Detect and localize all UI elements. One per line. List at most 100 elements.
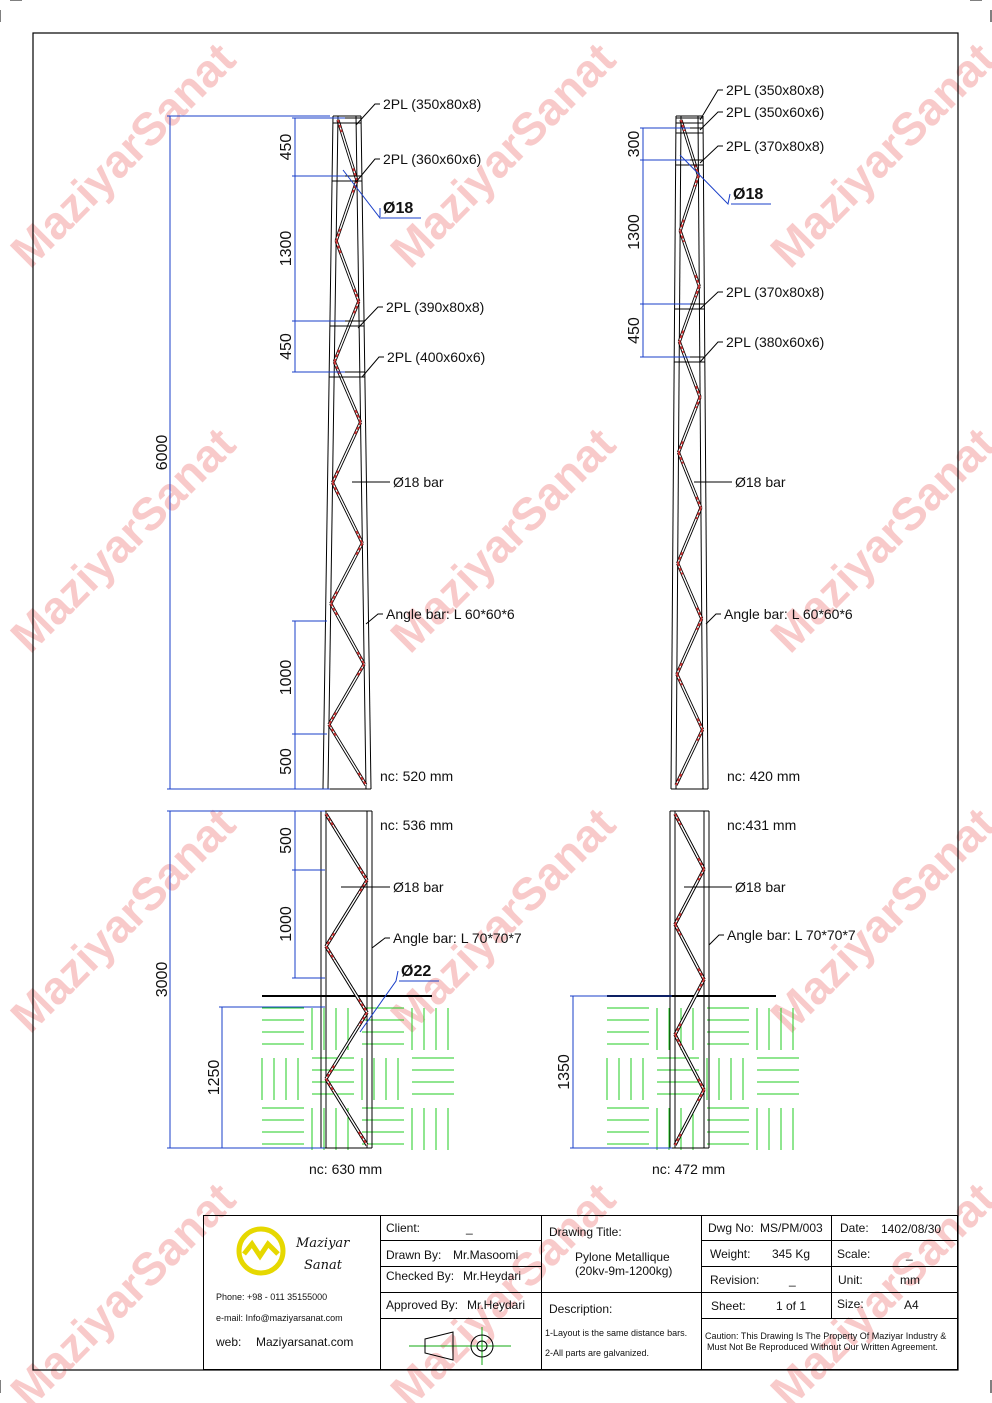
logo-cell: Maziyar Sanat Phone: +98 - 011 35155000 … bbox=[203, 1215, 381, 1370]
email: e-mail: Info@maziyarsanat.com bbox=[216, 1313, 343, 1323]
drawn-cell: Drawn By: Mr.Masoomi bbox=[380, 1240, 542, 1267]
dim-500 bbox=[292, 733, 327, 790]
leader-line bbox=[355, 158, 380, 183]
checked-value: Mr.Heydari bbox=[463, 1269, 522, 1283]
watermark-text: MaziyarSanat bbox=[380, 797, 625, 1042]
dimension-label: 500 bbox=[278, 748, 295, 775]
note-1: 1-Layout is the same distance bars. bbox=[545, 1328, 688, 1338]
watermark-text: MaziyarSanat bbox=[380, 417, 625, 662]
watermark-text: MaziyarSanat bbox=[0, 797, 245, 1042]
client-value: _ bbox=[466, 1221, 473, 1235]
dimension-label: 1350 bbox=[556, 1054, 573, 1090]
left-tower-upper bbox=[322, 115, 372, 790]
unit-cell: Unit: mm bbox=[831, 1266, 958, 1293]
sheet-label: Sheet: bbox=[711, 1299, 746, 1313]
angle-bar-label: Angle bar: L 70*70*7 bbox=[727, 927, 856, 943]
plate-label: 2PL (350x60x6) bbox=[726, 104, 824, 120]
plate-label: 2PL (390x80x8) bbox=[386, 299, 484, 315]
leader-line bbox=[699, 111, 723, 131]
projection-symbol-icon bbox=[409, 1327, 511, 1365]
right-ground bbox=[606, 995, 799, 1150]
leader-line bbox=[342, 169, 381, 220]
caution-cell: Caution: This Drawing Is The Property Of… bbox=[701, 1318, 958, 1370]
bar-label: Ø18 bar bbox=[735, 474, 786, 490]
title-line2: (20kv-9m-1200kg) bbox=[575, 1264, 673, 1278]
dimension-label: 1300 bbox=[278, 231, 295, 267]
dim-450 bbox=[292, 320, 345, 373]
watermark-text: MaziyarSanat bbox=[760, 417, 992, 662]
approved-value: Mr.Heydari bbox=[467, 1298, 526, 1312]
company-name-1: Maziyar bbox=[296, 1236, 350, 1251]
dimension-label: 450 bbox=[278, 333, 295, 360]
client-label: Client: bbox=[386, 1221, 421, 1235]
dim-450-right bbox=[640, 303, 690, 358]
watermark-text: MaziyarSanat bbox=[0, 417, 245, 662]
description-cell: Description: 1-Layout is the same distan… bbox=[541, 1292, 702, 1370]
dimension-label: 1300 bbox=[626, 214, 643, 250]
sheet-value: 1 of 1 bbox=[776, 1299, 807, 1313]
dim-1250 bbox=[219, 1006, 325, 1149]
weight-cell: Weight: 345 Kg bbox=[701, 1240, 832, 1267]
anchor-diameter-label: Ø22 bbox=[401, 963, 431, 980]
date-label: Date: bbox=[840, 1221, 869, 1235]
checked-cell: Checked By: Mr.Heydari bbox=[380, 1266, 542, 1293]
plate-label: 2PL (370x80x8) bbox=[726, 284, 824, 300]
nc-label: nc:431 mm bbox=[727, 817, 796, 833]
unit-label: Unit: bbox=[838, 1273, 863, 1287]
leader-line bbox=[699, 145, 723, 164]
phone: Phone: +98 - 011 35155000 bbox=[216, 1292, 328, 1302]
date-value: 1402/08/30 bbox=[881, 1222, 942, 1236]
sheet-cell: Sheet: 1 of 1 bbox=[701, 1292, 832, 1319]
bolt-diameter-label: Ø18 bbox=[733, 186, 763, 203]
scale-cell: Scale: _ bbox=[831, 1240, 958, 1267]
web: Maziyarsanat.com bbox=[256, 1335, 354, 1349]
bar-label: Ø18 bar bbox=[393, 474, 444, 490]
revision-label: Revision: bbox=[710, 1273, 760, 1287]
web-label: web: bbox=[216, 1335, 242, 1349]
watermark-text: MaziyarSanat bbox=[760, 797, 992, 1042]
dimension-label: 450 bbox=[278, 134, 295, 161]
leader-line bbox=[708, 934, 724, 946]
angle-bar-label: Angle bar: L 60*60*6 bbox=[386, 606, 515, 622]
company-logo bbox=[236, 1226, 286, 1276]
bolt-diameter-label: Ø18 bbox=[383, 200, 413, 217]
right-tower-upper bbox=[670, 115, 709, 790]
leader-line bbox=[359, 970, 399, 1033]
caution-line2: Must Not Be Reproduced Without Our Writt… bbox=[707, 1342, 938, 1352]
left-tower-lower-front bbox=[320, 810, 373, 1149]
left-ground bbox=[261, 995, 454, 1150]
nc-label: nc: 472 mm bbox=[652, 1161, 725, 1177]
dim-1300-right bbox=[640, 159, 690, 305]
dimension-label: 1000 bbox=[278, 660, 295, 696]
bar-label: Ø18 bar bbox=[393, 879, 444, 895]
revision-value: _ bbox=[789, 1273, 796, 1287]
dwg-cell: Dwg No: MS/PM/003 bbox=[701, 1215, 832, 1241]
size-value: A4 bbox=[904, 1298, 919, 1312]
unit-value: mm bbox=[900, 1273, 920, 1287]
dimension-label: 500 bbox=[278, 827, 295, 854]
leader-line bbox=[699, 291, 723, 310]
leader-line bbox=[361, 356, 384, 378]
angle-bar-label: Angle bar: L 60*60*6 bbox=[724, 606, 853, 622]
client-cell: Client: _ bbox=[380, 1215, 542, 1241]
leader-line bbox=[705, 613, 721, 625]
drawn-label: Drawn By: bbox=[386, 1248, 442, 1262]
size-label: Size: bbox=[837, 1297, 864, 1311]
projection-symbol-cell bbox=[380, 1318, 542, 1370]
revision-cell: Revision: _ bbox=[701, 1266, 832, 1293]
plate-label: 2PL (350x80x8) bbox=[726, 82, 824, 98]
company-name-2: Sanat bbox=[304, 1258, 343, 1273]
dimension-label: 450 bbox=[626, 317, 643, 344]
date-cell: Date: 1402/08/30 bbox=[831, 1215, 958, 1241]
plate-label: 2PL (380x60x6) bbox=[726, 334, 824, 350]
dwg-value: MS/PM/003 bbox=[760, 1221, 823, 1235]
weight-label: Weight: bbox=[710, 1247, 751, 1261]
dimension-label: 1000 bbox=[278, 906, 295, 942]
approved-label: Approved By: bbox=[386, 1298, 459, 1312]
plate-label: 2PL (400x60x6) bbox=[387, 349, 485, 365]
angle-bar-label: Angle bar: L 70*70*7 bbox=[393, 930, 522, 946]
leader-line bbox=[365, 613, 383, 625]
